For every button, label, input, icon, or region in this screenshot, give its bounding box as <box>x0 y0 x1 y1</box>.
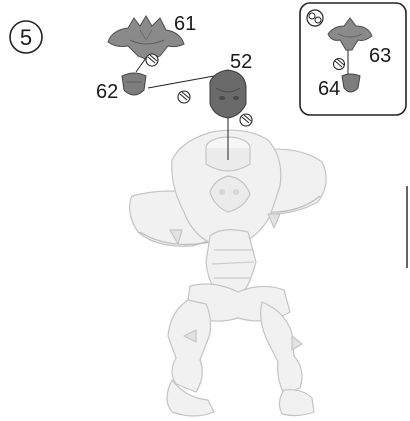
assembled-model <box>128 129 327 417</box>
part-label-64: 64 <box>318 78 340 100</box>
part-52-head <box>209 69 247 119</box>
connector-line <box>135 57 147 73</box>
glue-icon <box>333 58 345 70</box>
part-label-61: 61 <box>174 13 196 35</box>
optional-parts-icon <box>306 9 324 27</box>
step-number: 5 <box>20 25 32 50</box>
part-63-crest <box>327 17 373 51</box>
optional-parts-inset: 63 64 <box>299 2 407 116</box>
glue-icon <box>239 113 253 127</box>
part-64-head <box>341 73 361 93</box>
step-number-badge: 5 <box>9 20 43 54</box>
glue-icon <box>177 90 191 104</box>
part-61-crest <box>107 15 185 61</box>
part-label-62: 62 <box>96 81 118 103</box>
connector-line <box>147 75 215 89</box>
part-label-52: 52 <box>230 51 252 73</box>
part-label-63: 63 <box>369 45 391 67</box>
glue-icon <box>145 53 159 67</box>
part-62-head <box>121 72 147 96</box>
